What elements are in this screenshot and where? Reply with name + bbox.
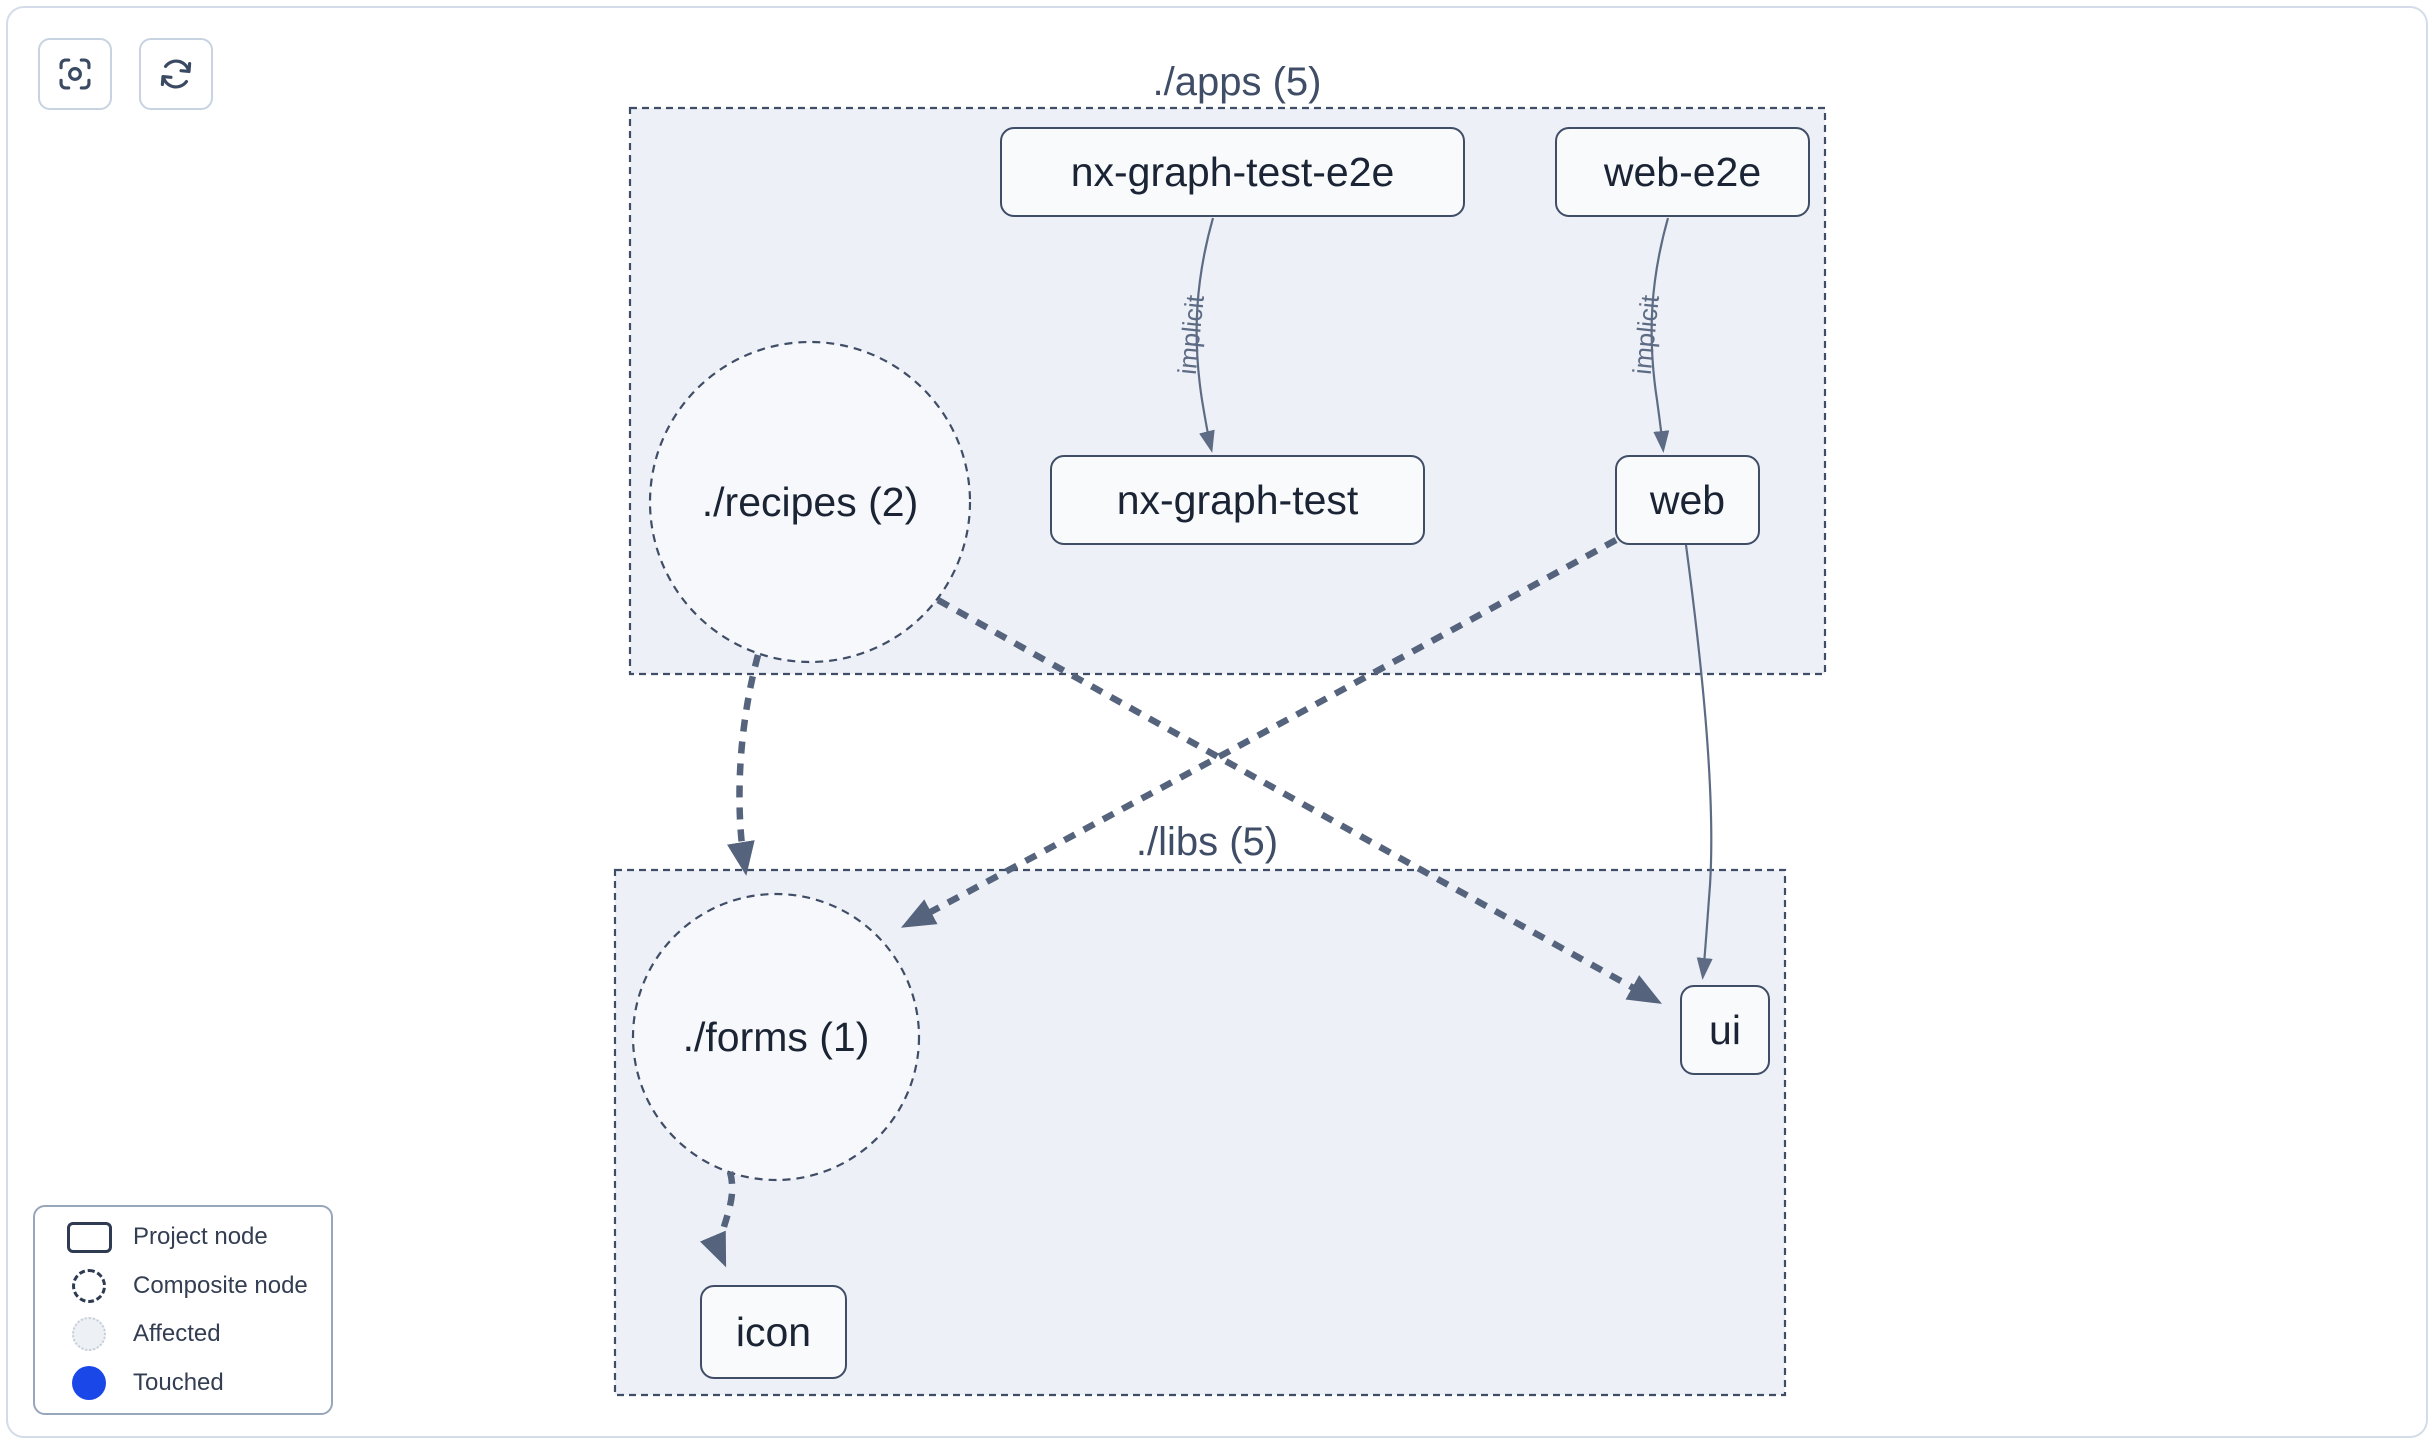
project-node-web-e2e[interactable]: web-e2e — [1555, 127, 1810, 217]
project-node-nx-graph-test[interactable]: nx-graph-test — [1050, 455, 1425, 545]
focus-reset-button[interactable] — [38, 38, 112, 110]
edge-nx-graph-test-e2e-to-nx-graph-test — [1195, 217, 1215, 453]
touched-swatch — [61, 1365, 117, 1400]
group-label-libs: ./libs (5) — [1135, 820, 1279, 864]
refresh-icon — [160, 59, 192, 89]
edge-web-to-forms — [900, 537, 1618, 928]
node-label: web-e2e — [1603, 148, 1762, 195]
focus-center-icon — [59, 58, 91, 90]
node-label: ui — [1709, 1006, 1741, 1053]
edge-web-to-ui — [1684, 544, 1713, 980]
affected-swatch — [61, 1317, 117, 1352]
project-node-nx-graph-test-e2e[interactable]: nx-graph-test-e2e — [1000, 127, 1465, 217]
group-label-apps: ./apps (5) — [1152, 60, 1322, 104]
node-label: icon — [735, 1308, 812, 1355]
composite-node-forms[interactable]: ./forms (1) — [633, 894, 919, 1180]
edge-web-e2e-to-web — [1650, 217, 1670, 453]
node-label: nx-graph-test — [1116, 476, 1359, 523]
edge-recipes-to-ui — [936, 597, 1662, 1004]
legend-label: Project node — [133, 1223, 268, 1251]
composite-node-recipes[interactable]: ./recipes (2) — [650, 342, 970, 662]
legend: Project node Composite node Affected Tou… — [33, 1205, 333, 1415]
legend-label: Touched — [133, 1368, 224, 1396]
composite-node-swatch — [61, 1268, 117, 1303]
edge-forms-to-icon — [699, 1171, 736, 1268]
edge-recipes-to-forms — [727, 654, 762, 876]
project-node-icon[interactable]: icon — [700, 1285, 847, 1379]
project-node-web[interactable]: web — [1615, 455, 1760, 545]
refresh-button[interactable] — [139, 38, 213, 110]
composite-node-forms-shape[interactable] — [631, 892, 921, 1182]
legend-label: Composite node — [133, 1271, 308, 1299]
project-node-ui[interactable]: ui — [1680, 985, 1770, 1075]
legend-item-project-node: Project node — [35, 1213, 331, 1262]
legend-item-touched: Touched — [35, 1359, 331, 1408]
legend-label: Affected — [133, 1320, 221, 1348]
node-label: nx-graph-test-e2e — [1070, 148, 1395, 195]
node-label: web — [1649, 476, 1726, 523]
project-node-swatch — [61, 1221, 117, 1253]
legend-item-affected: Affected — [35, 1310, 331, 1359]
legend-item-composite-node: Composite node — [35, 1262, 331, 1311]
composite-node-label: ./forms (1) — [682, 1013, 870, 1060]
composite-node-recipes-shape[interactable] — [648, 340, 972, 664]
composite-node-label: ./recipes (2) — [701, 478, 919, 525]
